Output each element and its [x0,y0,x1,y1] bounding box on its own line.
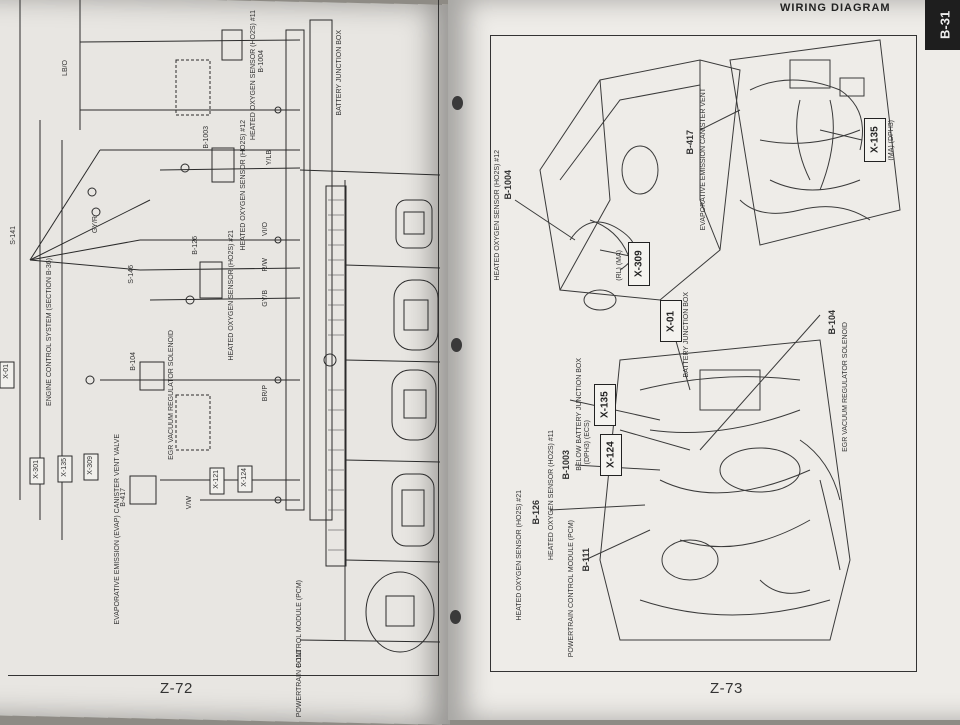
callout-id: B-1003 [561,450,571,480]
callout-id: B-104 [827,310,837,335]
callout-id: B-417 [685,130,695,155]
header-title: WIRING DIAGRAM [780,2,891,14]
page-number-left: Z-72 [160,680,193,697]
callout-id: B-126 [531,500,541,525]
callout-label: HEATED OXYGEN SENSOR (HO2S) #21 [516,490,523,621]
connector-box-x135-lower: X-135 [594,384,616,426]
callout-label: (DPH3) (ECS) [584,420,591,465]
right-diagram-frame [490,35,917,672]
connector-box-x124: X-124 [600,434,622,476]
callout-label: HEATED OXYGEN SENSOR (HO2S) #12 [494,150,501,281]
page-number-right: Z-73 [710,680,743,697]
callout-label: HEATED OXYGEN SENSOR (HO2S) #11 [548,430,555,561]
callout-label: BATTERY JUNCTION BOX [683,292,690,378]
binding-hole-icon [450,610,461,624]
callout-id: B-1004 [503,170,513,200]
callout-label: EGR VACUUM REGULATOR SOLENOID [842,322,849,452]
connector-box-x01: X-01 [660,300,682,342]
connector-box-x135: X-135 [864,118,886,162]
callout-label: (MA) (DPH3) [888,120,895,161]
binding-hole-icon [451,338,462,352]
callout-label: EVAPORATIVE EMISSION CANISTER VENT [700,88,707,231]
left-diagram-frame [8,0,439,676]
callout-label: BELOW BATTERY JUNCTION BOX [576,358,583,471]
binding-hole-icon [452,96,463,110]
connector-box-x309: X-309 [628,242,650,286]
callout-id: B-111 [581,548,591,572]
callout-label: (RL) (MA) [616,250,623,281]
callout-label: POWERTRAIN CONTROL MODULE (PCM) [568,520,575,658]
